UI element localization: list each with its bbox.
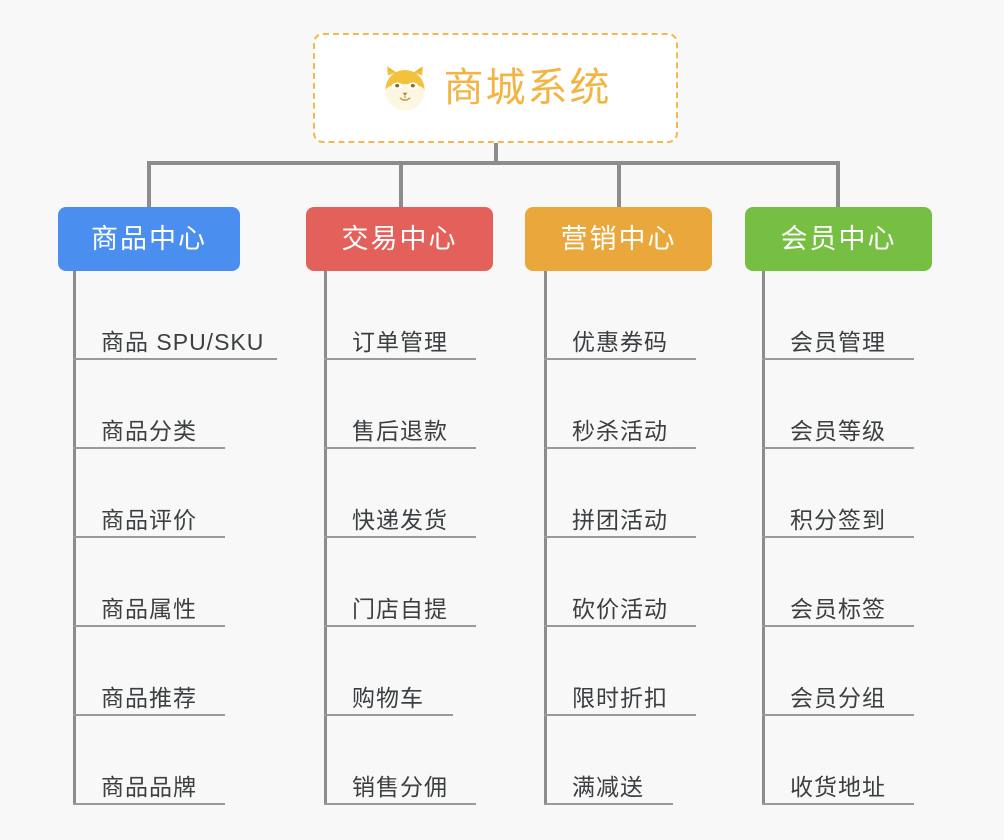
leaf-item[interactable]: 满减送 (544, 716, 673, 805)
leaf-underline (324, 714, 453, 716)
leaf-underline (73, 803, 225, 805)
leaf-underline (544, 536, 696, 538)
leaf-label: 会员管理 (790, 329, 886, 355)
category-label: 营销中心 (560, 223, 677, 254)
category-box-product-center[interactable]: 商品中心 (58, 207, 240, 271)
column-spine (762, 271, 765, 805)
leaf-underline (324, 536, 476, 538)
leaf-underline (762, 803, 914, 805)
leaf-item[interactable]: 快递发货 (324, 449, 476, 538)
leaf-label: 秒杀活动 (572, 418, 668, 444)
category-box-member-center[interactable]: 会员中心 (745, 207, 932, 271)
leaf-item[interactable]: 会员标签 (762, 538, 914, 627)
leaf-label: 购物车 (352, 685, 424, 711)
leaf-label: 拼团活动 (572, 507, 668, 533)
leaf-label: 优惠券码 (572, 329, 668, 355)
leaf-underline (73, 447, 225, 449)
leaf-label: 商品品牌 (101, 774, 197, 800)
leaf-item[interactable]: 商品 SPU/SKU (73, 271, 277, 360)
leaf-underline (544, 714, 696, 716)
leaf-item[interactable]: 收货地址 (762, 716, 914, 805)
leaf-item[interactable]: 销售分佣 (324, 716, 476, 805)
leaf-label: 积分签到 (790, 507, 886, 533)
root-node[interactable]: 商城系统 (313, 33, 678, 143)
shiba-dog-face-icon (380, 63, 430, 113)
leaf-item[interactable]: 会员等级 (762, 360, 914, 449)
leaf-item[interactable]: 商品属性 (73, 538, 225, 627)
leaf-underline (544, 803, 673, 805)
category-box-marketing-center[interactable]: 营销中心 (525, 207, 712, 271)
leaf-item[interactable]: 门店自提 (324, 538, 476, 627)
leaf-label: 订单管理 (352, 329, 448, 355)
leaf-underline (544, 358, 696, 360)
leaf-label: 快递发货 (352, 507, 448, 533)
leaf-item[interactable]: 会员分组 (762, 627, 914, 716)
leaf-item[interactable]: 优惠券码 (544, 271, 696, 360)
leaf-label: 商品评价 (101, 507, 197, 533)
leaf-item[interactable]: 拼团活动 (544, 449, 696, 538)
leaf-underline (762, 714, 914, 716)
root-title: 商城系统 (443, 66, 612, 110)
leaf-label: 商品 SPU/SKU (101, 329, 265, 355)
column-spine (544, 271, 547, 805)
leaf-underline (324, 447, 476, 449)
drop-connector-4 (836, 161, 840, 209)
leaf-label: 限时折扣 (572, 685, 668, 711)
leaf-label: 商品分类 (101, 418, 197, 444)
leaf-label: 商品推荐 (101, 685, 197, 711)
leaf-label: 门店自提 (352, 596, 448, 622)
leaf-underline (544, 447, 696, 449)
column-spine (73, 271, 76, 805)
drop-connector-3 (617, 161, 621, 209)
leaf-item[interactable]: 商品推荐 (73, 627, 225, 716)
leaf-underline (73, 358, 277, 360)
leaf-item[interactable]: 会员管理 (762, 271, 914, 360)
leaf-item[interactable]: 商品评价 (73, 449, 225, 538)
leaf-label: 售后退款 (352, 418, 448, 444)
leaf-label: 会员分组 (790, 685, 886, 711)
leaf-underline (73, 536, 225, 538)
leaf-label: 满减送 (572, 774, 644, 800)
leaf-underline (324, 803, 476, 805)
drop-connector-1 (147, 161, 151, 209)
drop-connector-2 (399, 161, 403, 209)
leaf-underline (762, 625, 914, 627)
leaf-underline (544, 625, 696, 627)
leaf-item[interactable]: 限时折扣 (544, 627, 696, 716)
root-stem-connector (494, 143, 498, 165)
leaf-underline (762, 358, 914, 360)
leaf-item[interactable]: 积分签到 (762, 449, 914, 538)
leaf-underline (73, 714, 225, 716)
bus-bar-connector (147, 161, 840, 165)
leaf-label: 销售分佣 (352, 774, 448, 800)
category-label: 交易中心 (341, 223, 458, 254)
leaf-label: 商品属性 (101, 596, 197, 622)
leaf-item[interactable]: 订单管理 (324, 271, 476, 360)
leaf-underline (762, 447, 914, 449)
leaf-underline (324, 358, 476, 360)
leaf-item[interactable]: 商品分类 (73, 360, 225, 449)
leaf-label: 会员标签 (790, 596, 886, 622)
leaf-label: 砍价活动 (572, 596, 668, 622)
category-label: 会员中心 (780, 223, 897, 254)
category-label: 商品中心 (91, 223, 207, 254)
leaf-item[interactable]: 售后退款 (324, 360, 476, 449)
leaf-item[interactable]: 砍价活动 (544, 538, 696, 627)
leaf-underline (762, 536, 914, 538)
column-spine (324, 271, 327, 805)
leaf-item[interactable]: 秒杀活动 (544, 360, 696, 449)
leaf-item[interactable]: 商品品牌 (73, 716, 225, 805)
leaf-underline (324, 625, 476, 627)
leaf-underline (73, 625, 225, 627)
leaf-label: 会员等级 (790, 418, 886, 444)
leaf-label: 收货地址 (790, 774, 886, 800)
leaf-item[interactable]: 购物车 (324, 627, 453, 716)
category-box-trade-center[interactable]: 交易中心 (306, 207, 493, 271)
